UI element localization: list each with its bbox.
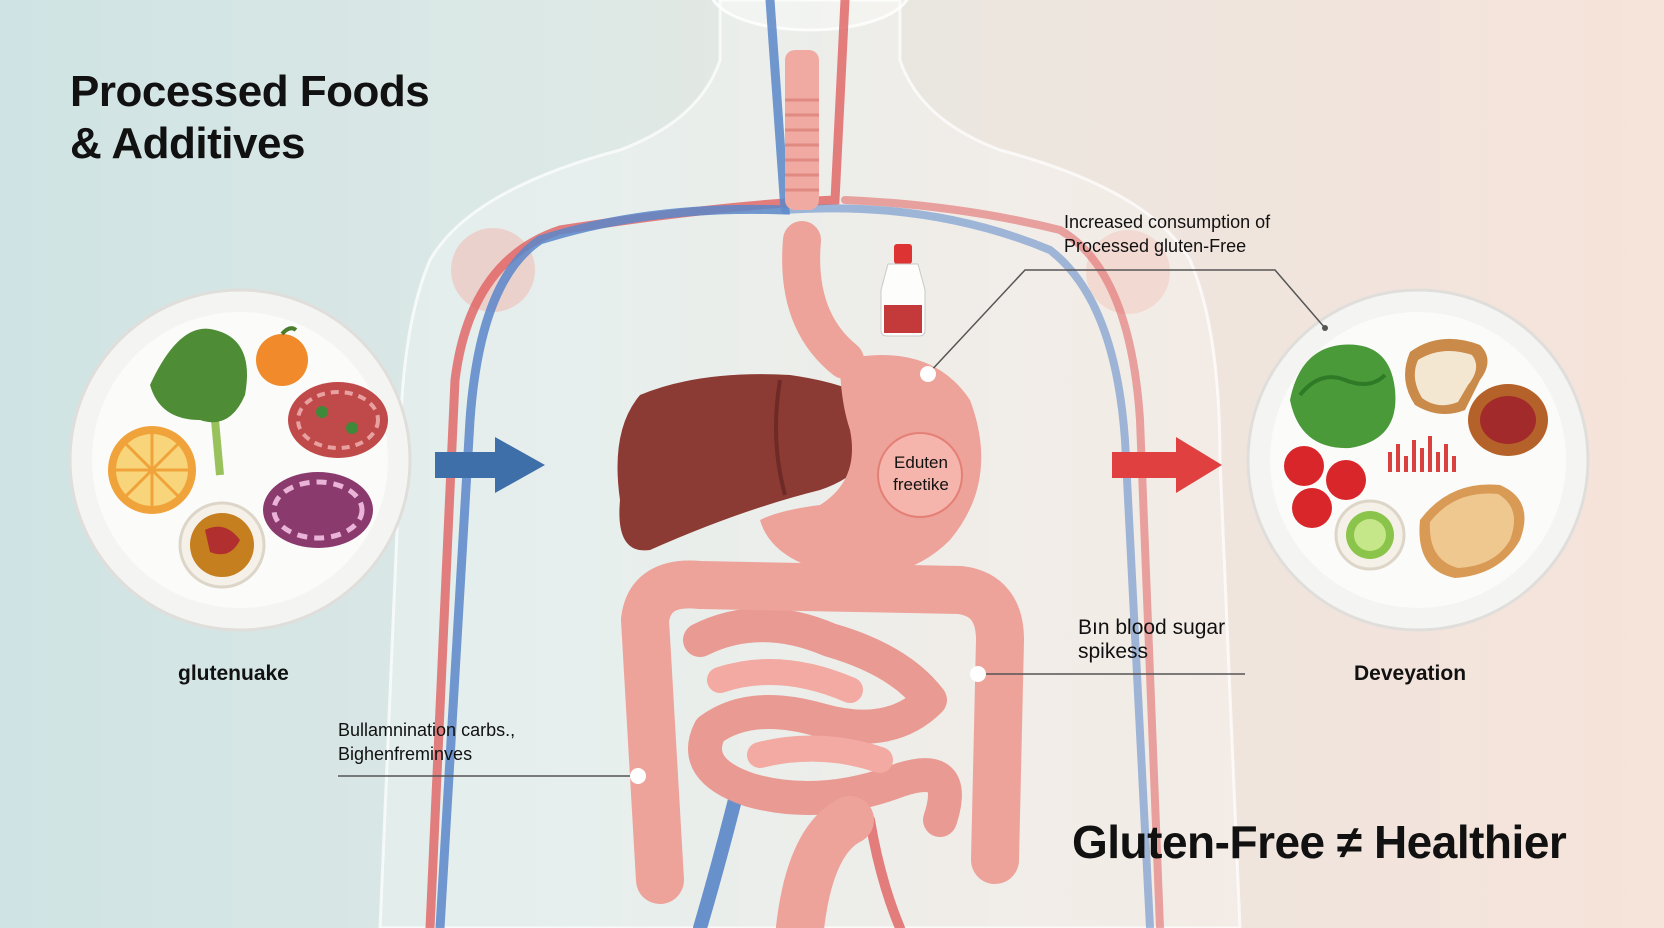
stomach-label-circle <box>877 432 963 518</box>
annotation-top: Increased consumption of Processed glute… <box>1064 210 1270 258</box>
right-plate-label: Deveyation <box>1354 662 1467 685</box>
vein-right <box>781 204 1154 928</box>
annotation-top-line-1: Increased consumption of <box>1064 212 1271 232</box>
liver-lobe-line <box>774 379 787 496</box>
left-plate-label: glutenuake <box>178 662 289 685</box>
title-line-2: & Additives <box>70 119 305 168</box>
head-outline <box>711 0 909 32</box>
liver <box>617 374 885 551</box>
bottle-icon <box>880 244 926 337</box>
vein-left <box>435 0 790 928</box>
annotation-right: Bın blood sugar spikess <box>1078 616 1225 664</box>
stomach-label-line-1: Eduten <box>894 453 948 472</box>
spike-chart-icon <box>1388 436 1456 472</box>
blue-arrow-icon <box>435 437 545 493</box>
purple-mince <box>263 472 373 548</box>
callout-dot-top <box>1322 325 1328 331</box>
tomato <box>1284 446 1324 486</box>
small-intestine <box>683 608 962 837</box>
headline: Gluten-Free ≠ Healthier <box>1072 816 1567 868</box>
title-line-1: Processed Foods <box>70 67 430 116</box>
annotation-right-line-1: Bın blood sugar <box>1078 616 1226 639</box>
right-food-plate <box>1246 288 1590 632</box>
main-title: Processed Foods & Additives <box>70 66 430 170</box>
right-shoulder <box>1086 230 1170 314</box>
stomach <box>760 355 982 576</box>
lower-artery <box>865 815 905 928</box>
annotation-left-line-1: Bullamnination carbs., <box>338 720 516 740</box>
callout-dot-stomach <box>920 366 936 382</box>
stomach-label: Eduten freetike <box>878 452 964 496</box>
small-intestine-loops <box>707 659 893 773</box>
annotation-left-line-2: Bighenfreminves <box>338 744 473 764</box>
red-arrow-icon <box>1112 437 1222 493</box>
stomach-label-line-2: freetike <box>893 475 949 494</box>
callout-dot-left <box>630 768 646 784</box>
large-intestine <box>621 560 1024 904</box>
annotation-right-line-2: spikess <box>1078 640 1149 663</box>
annotation-top-line-2: Processed gluten-Free <box>1064 236 1247 256</box>
leafy-greens <box>211 419 224 476</box>
red-mince <box>288 382 388 458</box>
left-food-plate <box>68 288 412 632</box>
annotation-left: Bullamnination carbs., Bighenfreminves <box>338 718 515 766</box>
rectum <box>776 796 874 928</box>
small-orange <box>256 334 308 386</box>
leader-line-top <box>927 269 1326 375</box>
callout-dot-right <box>970 666 986 682</box>
lettuce <box>1290 344 1396 449</box>
right-artery <box>841 196 1164 928</box>
esophagus <box>782 221 864 379</box>
